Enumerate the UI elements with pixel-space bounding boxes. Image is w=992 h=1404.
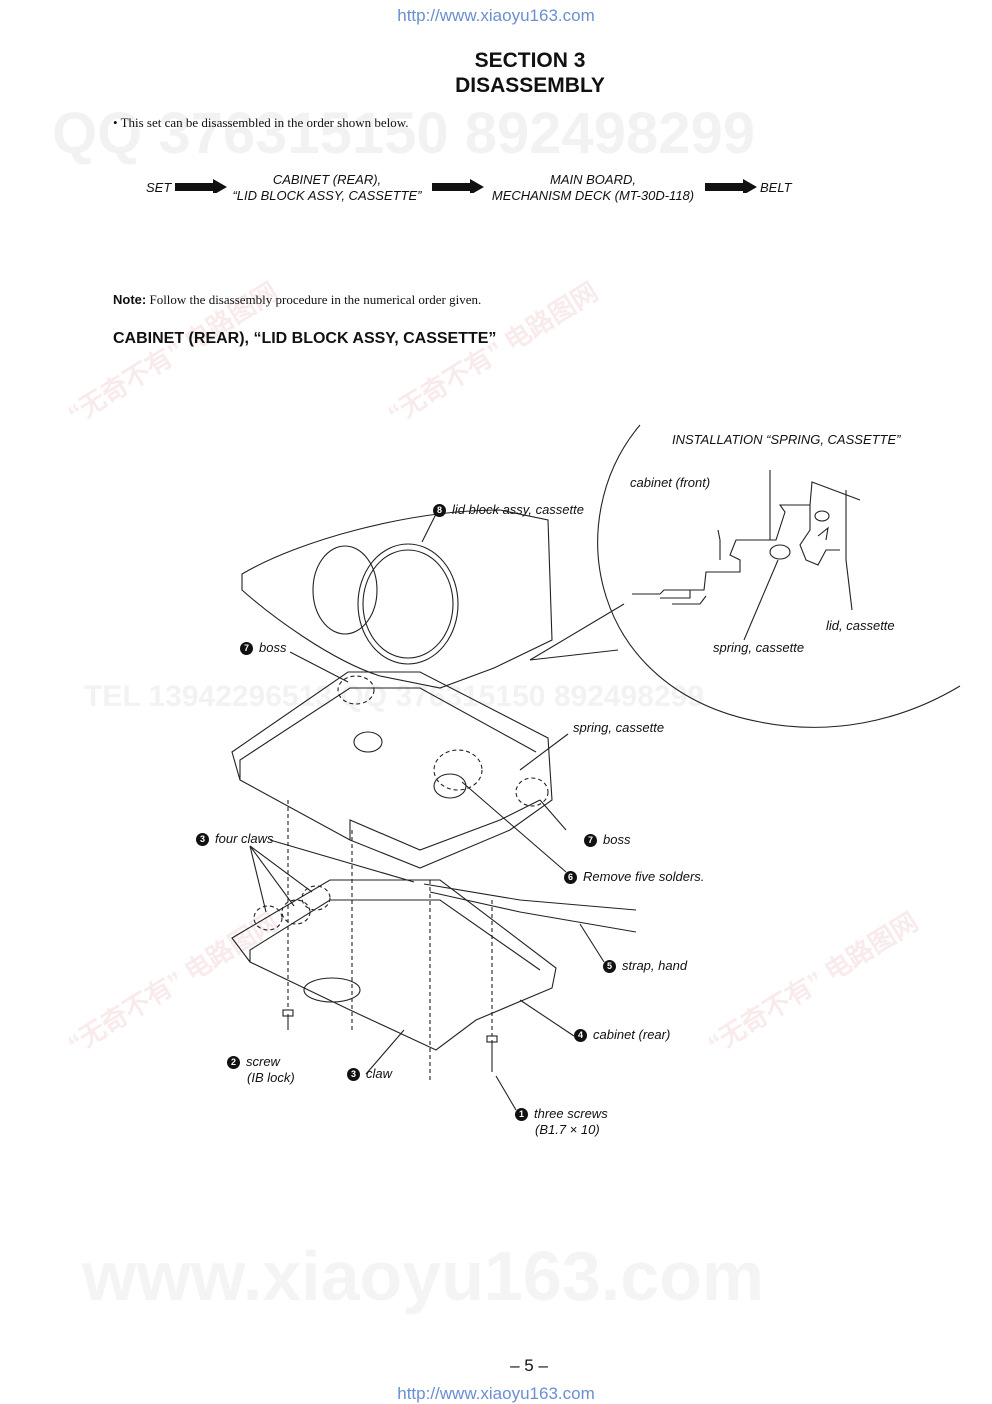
flow-step-1: CABINET (REAR), “LID BLOCK ASSY, CASSETT… — [224, 172, 430, 204]
flow-end: BELT — [760, 180, 792, 195]
section-number: SECTION 3 — [474, 49, 586, 72]
callout-4-cabinet-rear: 4 cabinet (rear) — [574, 1027, 670, 1043]
flow-step-2-line-2: MECHANISM DECK (MT-30D-118) — [491, 188, 695, 203]
callout-1-three-screws: 1 three screws (B1.7 × 10) — [515, 1106, 608, 1138]
callout-text-7b: boss — [603, 832, 631, 847]
callout-number-4: 4 — [574, 1029, 587, 1042]
callout-number-1: 1 — [515, 1108, 528, 1121]
inset-label-lid-cassette: lid, cassette — [826, 618, 895, 633]
callout-text-4: cabinet (rear) — [593, 1027, 671, 1042]
callout-text-6: Remove five solders. — [583, 869, 705, 884]
flow-step-2-line-1: MAIN BOARD, — [550, 172, 636, 187]
flow-arrow-1 — [175, 179, 227, 193]
callout-2-screw: 2 screw (IB lock) — [227, 1054, 295, 1086]
callout-number-3a: 3 — [196, 833, 209, 846]
callout-text-2b: (IB lock) — [247, 1070, 295, 1085]
page-number: – 5 – — [510, 1356, 548, 1375]
callout-text-1: three screws — [534, 1106, 608, 1121]
intro-text: • This set can be disassembled in the or… — [113, 115, 409, 130]
callout-text-5: strap, hand — [622, 958, 688, 973]
flow-arrow-3 — [705, 179, 757, 193]
callout-number-8: 8 — [433, 504, 446, 517]
section-name: DISASSEMBLY — [455, 74, 605, 97]
callout-text-2: screw — [246, 1054, 280, 1069]
watermark-url-top: http://www.xiaoyu163.com — [397, 6, 595, 25]
callout-text-8: lid block assy, cassette — [452, 502, 584, 517]
subheading: CABINET (REAR), “LID BLOCK ASSY, CASSETT… — [113, 330, 497, 347]
section-title: SECTION 3 DISASSEMBLY — [0, 48, 992, 98]
note: Note: Follow the disassembly procedure i… — [113, 292, 481, 308]
note-label: Note: — [113, 292, 147, 307]
callout-text-3b: claw — [366, 1066, 393, 1081]
callout-number-7a: 7 — [240, 642, 253, 655]
callout-text-1b: (B1.7 × 10) — [535, 1122, 600, 1137]
inset-label-cabinet-front: cabinet (front) — [630, 475, 711, 490]
callout-3-four-claws: 3 four claws — [196, 831, 274, 847]
lid-block-outline — [241, 509, 553, 689]
note-text: Follow the disassembly procedure in the … — [146, 292, 482, 307]
callout-number-6: 6 — [564, 871, 577, 884]
callout-text-7a: boss — [259, 640, 287, 655]
inset-title: INSTALLATION “SPRING, CASSETTE” — [672, 432, 901, 447]
flow-set: SET — [146, 180, 172, 195]
callout-number-3b: 3 — [347, 1068, 360, 1081]
callout-text-3a: four claws — [215, 831, 274, 846]
callout-6-solders: 6 Remove five solders. — [564, 869, 704, 885]
flow-step-2: MAIN BOARD, MECHANISM DECK (MT-30D-118) — [484, 172, 702, 204]
callout-7-boss-left: 7 boss — [240, 640, 286, 656]
callout-number-5: 5 — [603, 960, 616, 973]
flow-step-1-line-2: “LID BLOCK ASSY, CASSETTE” — [232, 188, 422, 203]
inset-label-spring-cassette: spring, cassette — [713, 640, 805, 655]
watermark-url-bottom: http://www.xiaoyu163.com — [397, 1384, 595, 1403]
inset-pointer — [529, 603, 625, 661]
mechanism-deck-outline — [231, 671, 553, 869]
flow-arrow-2 — [432, 179, 484, 193]
callout-3-claw: 3 claw — [347, 1066, 392, 1082]
callout-number-7b: 7 — [584, 834, 597, 847]
callout-spring-cassette: spring, cassette — [573, 720, 665, 735]
callout-7-boss-right: 7 boss — [584, 832, 630, 848]
callout-5-strap: 5 strap, hand — [603, 958, 687, 974]
callout-8-lid-block: 8 lid block assy, cassette — [433, 502, 584, 518]
cabinet-rear-outline — [231, 879, 557, 1051]
inset-bubble-outline — [597, 424, 961, 728]
callout-number-2: 2 — [227, 1056, 240, 1069]
flow-step-1-line-1: CABINET (REAR), — [272, 172, 382, 187]
